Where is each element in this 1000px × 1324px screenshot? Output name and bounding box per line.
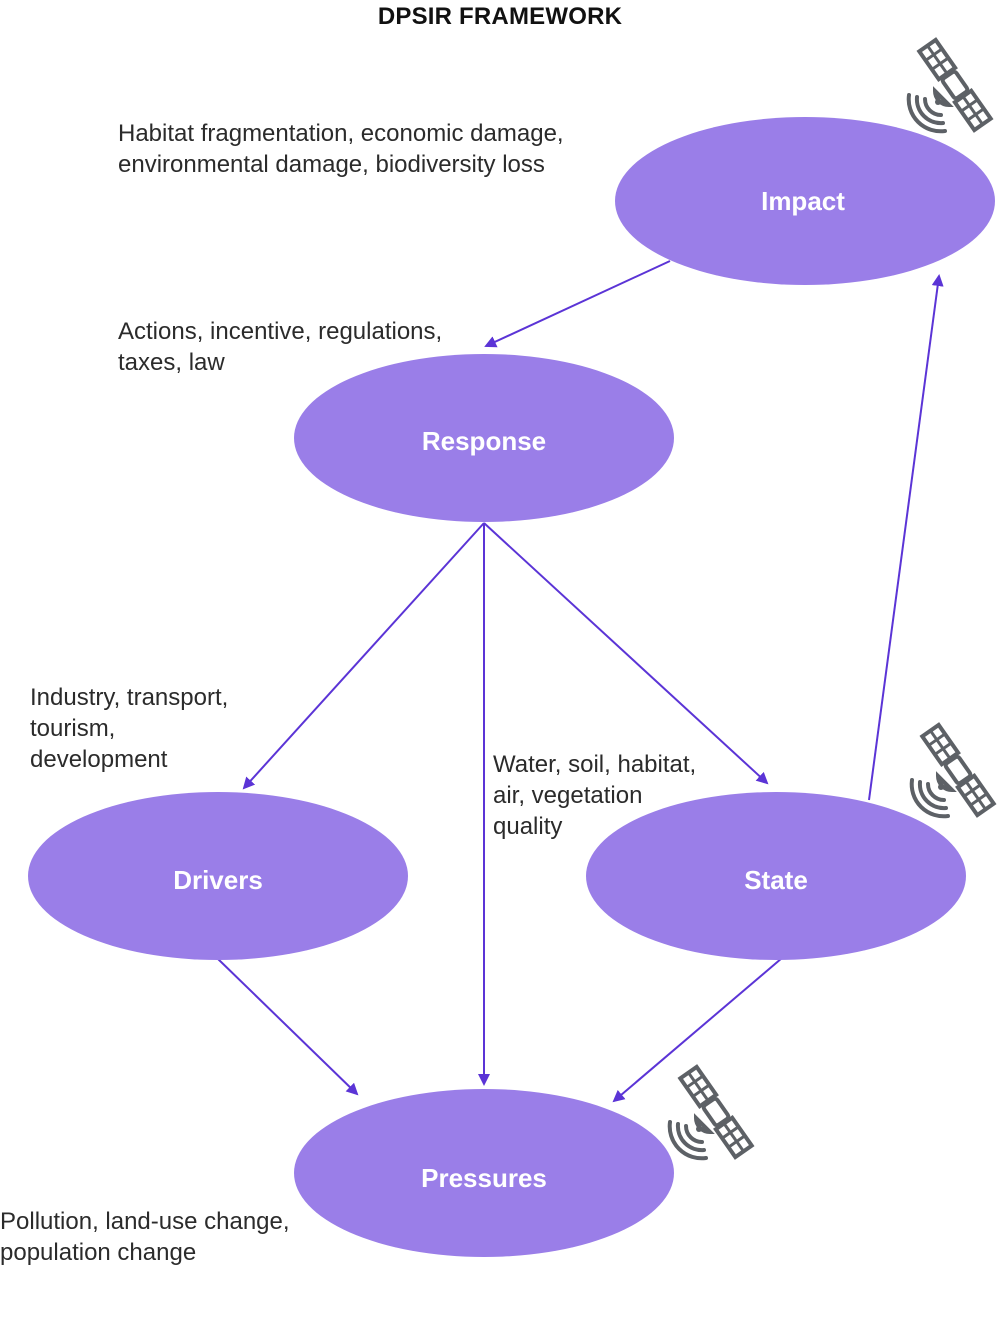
- node-state-shape: [586, 792, 966, 960]
- node-pressures-label: Pressures: [421, 1163, 547, 1193]
- satellite-icon: [909, 722, 996, 819]
- node-state: State: [586, 792, 966, 960]
- impact-annotation: Habitat fragmentation, economic damage, …: [118, 120, 564, 178]
- node-pressures: Pressures: [294, 1089, 674, 1257]
- response-annotation: Actions, incentive, regulations, taxes, …: [118, 318, 443, 376]
- state-annotation: Water, soil, habitat, air, vegetation qu…: [493, 751, 697, 840]
- node-impact: Impact: [615, 117, 995, 285]
- node-drivers-shape: [28, 792, 408, 960]
- node-response: Response: [294, 354, 674, 522]
- satellite-icon: [667, 1064, 754, 1161]
- node-response-shape: [294, 354, 674, 522]
- node-impact-shape: [615, 117, 995, 285]
- drivers-annotation: Industry, transport, tourism, developmen…: [30, 684, 229, 773]
- node-drivers-label: Drivers: [173, 865, 263, 895]
- edge-drivers-to-pressures: [216, 957, 359, 1096]
- edge-response-to-state: [483, 522, 769, 785]
- edge-response-to-drivers: [242, 522, 485, 790]
- edges: [216, 260, 944, 1103]
- pressures-annotation: Pollution, land-use change, population c…: [0, 1208, 290, 1266]
- edge-state-to-pressures: [612, 957, 783, 1103]
- node-drivers: Drivers: [28, 792, 408, 960]
- edge-impact-to-response: [484, 260, 671, 348]
- diagram-title: DPSIR FRAMEWORK: [377, 3, 623, 30]
- edge-state-to-impact: [868, 274, 944, 801]
- node-response-label: Response: [422, 426, 546, 456]
- node-impact-label: Impact: [761, 186, 845, 216]
- node-state-label: State: [744, 865, 808, 895]
- satellite-icon: [906, 37, 993, 134]
- node-pressures-shape: [294, 1089, 674, 1257]
